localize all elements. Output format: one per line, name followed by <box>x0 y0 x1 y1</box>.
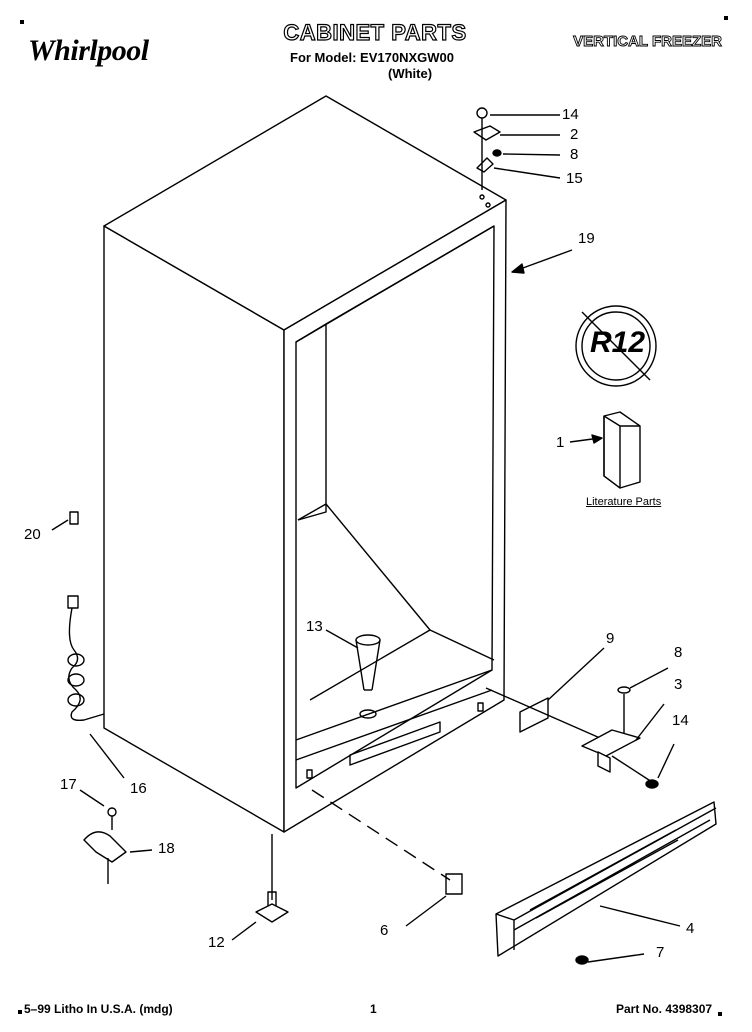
callout-1: 1 <box>556 434 565 451</box>
footer-part-number: Part No. 4398307 <box>616 1002 713 1016</box>
callout-15: 15 <box>566 170 583 187</box>
callout-14-top: 14 <box>562 106 579 123</box>
footer-litho: 5–99 Litho In U.S.A. (mdg) <box>24 1002 173 1016</box>
callout-3: 3 <box>674 676 683 693</box>
callout-2: 2 <box>570 126 579 143</box>
r12-symbol-label: R12 <box>590 326 646 359</box>
callout-12: 12 <box>208 934 225 951</box>
literature-parts-label: Literature Parts <box>586 496 662 508</box>
callout-8-bottom: 8 <box>674 644 683 661</box>
callout-7: 7 <box>656 944 665 961</box>
category-label: VERTICAL FREEZER <box>573 33 723 51</box>
cabinet-left-side <box>103 225 285 833</box>
footer-page-number: 1 <box>370 1002 377 1016</box>
page-title: CABINET PARTS <box>283 19 467 45</box>
callout-19: 19 <box>578 230 595 247</box>
model-line: For Model: EV170NXGW00 <box>290 50 454 65</box>
callout-17: 17 <box>60 776 77 793</box>
callout-9: 9 <box>606 630 615 647</box>
cabinet-front-frame <box>283 199 507 833</box>
color-line: (White) <box>388 66 433 81</box>
callout-14-bottom: 14 <box>672 712 689 729</box>
corner-mark-top-right <box>724 16 728 20</box>
corner-mark-bottom-right <box>718 1012 722 1016</box>
whirlpool-logo: Whirlpool <box>28 34 149 67</box>
callout-4: 4 <box>686 920 695 937</box>
callout-6: 6 <box>380 922 389 939</box>
corner-mark-top-left <box>20 20 24 24</box>
callout-13: 13 <box>306 618 323 635</box>
corner-mark-bottom-left <box>18 1010 22 1014</box>
callout-16: 16 <box>130 780 147 797</box>
callout-18: 18 <box>158 840 175 857</box>
callout-8-top: 8 <box>570 146 579 163</box>
callout-20: 20 <box>24 526 41 543</box>
